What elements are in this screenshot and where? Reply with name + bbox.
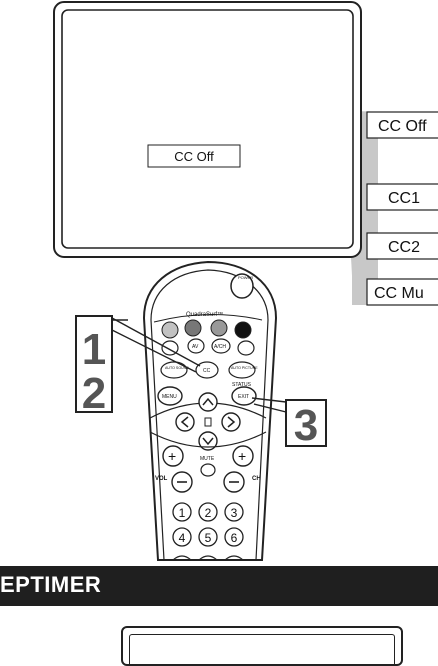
av-label: AV — [192, 344, 199, 350]
svg-text:+: + — [238, 448, 246, 464]
cc-label: CC — [203, 368, 211, 374]
status-label: STATUS — [232, 382, 252, 388]
tv-frame-bottom — [121, 626, 403, 666]
menu-label: MENU — [162, 394, 177, 400]
tv-set — [53, 1, 362, 258]
vol-label: VOL — [155, 476, 168, 482]
mode-item: CC Off — [378, 118, 427, 135]
screen-cc-label: CC Off — [147, 144, 241, 168]
step-callout-left: 1 2 — [75, 315, 201, 418]
key-5: 5 — [205, 531, 212, 545]
section-title: EPTIMER — [0, 572, 102, 597]
step-1-number: 1 — [82, 325, 106, 374]
power-label: POWER — [238, 275, 253, 280]
tv-screen-bottom — [129, 634, 395, 664]
svg-text:+: + — [168, 448, 176, 464]
key-3: 3 — [231, 506, 238, 520]
key-6: 6 — [231, 531, 238, 545]
quadrasurf-label: QuadraSurf™ — [186, 311, 223, 318]
remote-control: POWER QuadraSurf™ AV A/CH AUTO SOUND CC … — [142, 260, 278, 561]
step-2-number: 2 — [82, 369, 106, 418]
ach-label: A/CH — [214, 344, 226, 350]
key-4: 4 — [179, 531, 186, 545]
instruction-illustration: CC Off CC Off CC1 CC2 CC Mu POWER Quadra… — [53, 1, 438, 561]
section-banner: EPTIMER — [0, 566, 438, 606]
auto-sound-label: AUTO SOUND — [165, 366, 189, 370]
key-2: 2 — [205, 506, 212, 520]
exit-label: EXIT — [238, 394, 249, 400]
screen-cc-text: CC Off — [174, 149, 214, 164]
auto-picture-label: AUTO PICTURE — [231, 366, 258, 370]
step-callout-right: 3 — [251, 397, 327, 450]
mode-item: CC Mu — [374, 285, 424, 302]
mode-list: CC Off CC1 CC2 CC Mu — [366, 111, 438, 306]
key-1: 1 — [179, 506, 186, 520]
keypad: 1 2 3 4 5 6 — [172, 502, 244, 561]
mode-item: CC1 — [388, 190, 420, 207]
step-3-number: 3 — [294, 401, 318, 450]
mute-label: MUTE — [200, 456, 215, 462]
mode-item: CC2 — [388, 239, 420, 256]
power-button-shape — [230, 273, 254, 299]
ch-label: CH — [252, 476, 261, 482]
